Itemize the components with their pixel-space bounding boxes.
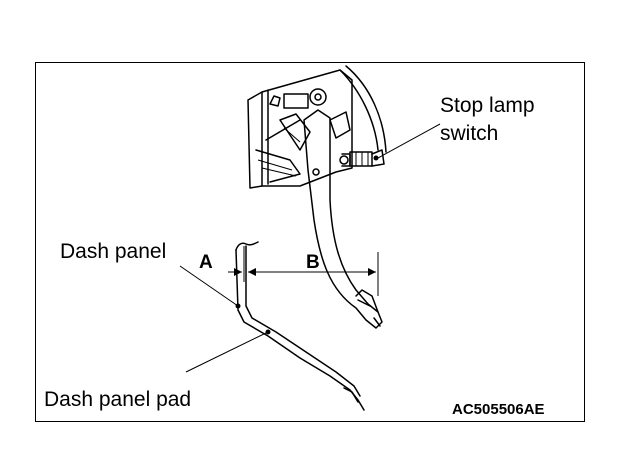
dimension-b-label: B <box>306 252 320 273</box>
dimension-a-label: A <box>199 252 213 273</box>
stop-lamp-switch-label-line2: switch <box>440 122 498 145</box>
figure-code: AC505506AE <box>452 401 545 418</box>
leader-lines <box>179 123 441 373</box>
dimension-a <box>228 246 262 282</box>
dash-panel-shape <box>235 241 365 411</box>
stop-lamp-switch <box>341 149 385 167</box>
pedal-bracket <box>247 65 387 189</box>
pedal-arm <box>303 109 383 329</box>
dimension-b <box>248 252 379 296</box>
dash-panel-pad-label: Dash panel pad <box>44 388 191 411</box>
dash-panel-label: Dash panel <box>60 240 166 263</box>
figure-frame <box>35 62 585 422</box>
stop-lamp-switch-label-line1: Stop lamp <box>440 94 535 117</box>
